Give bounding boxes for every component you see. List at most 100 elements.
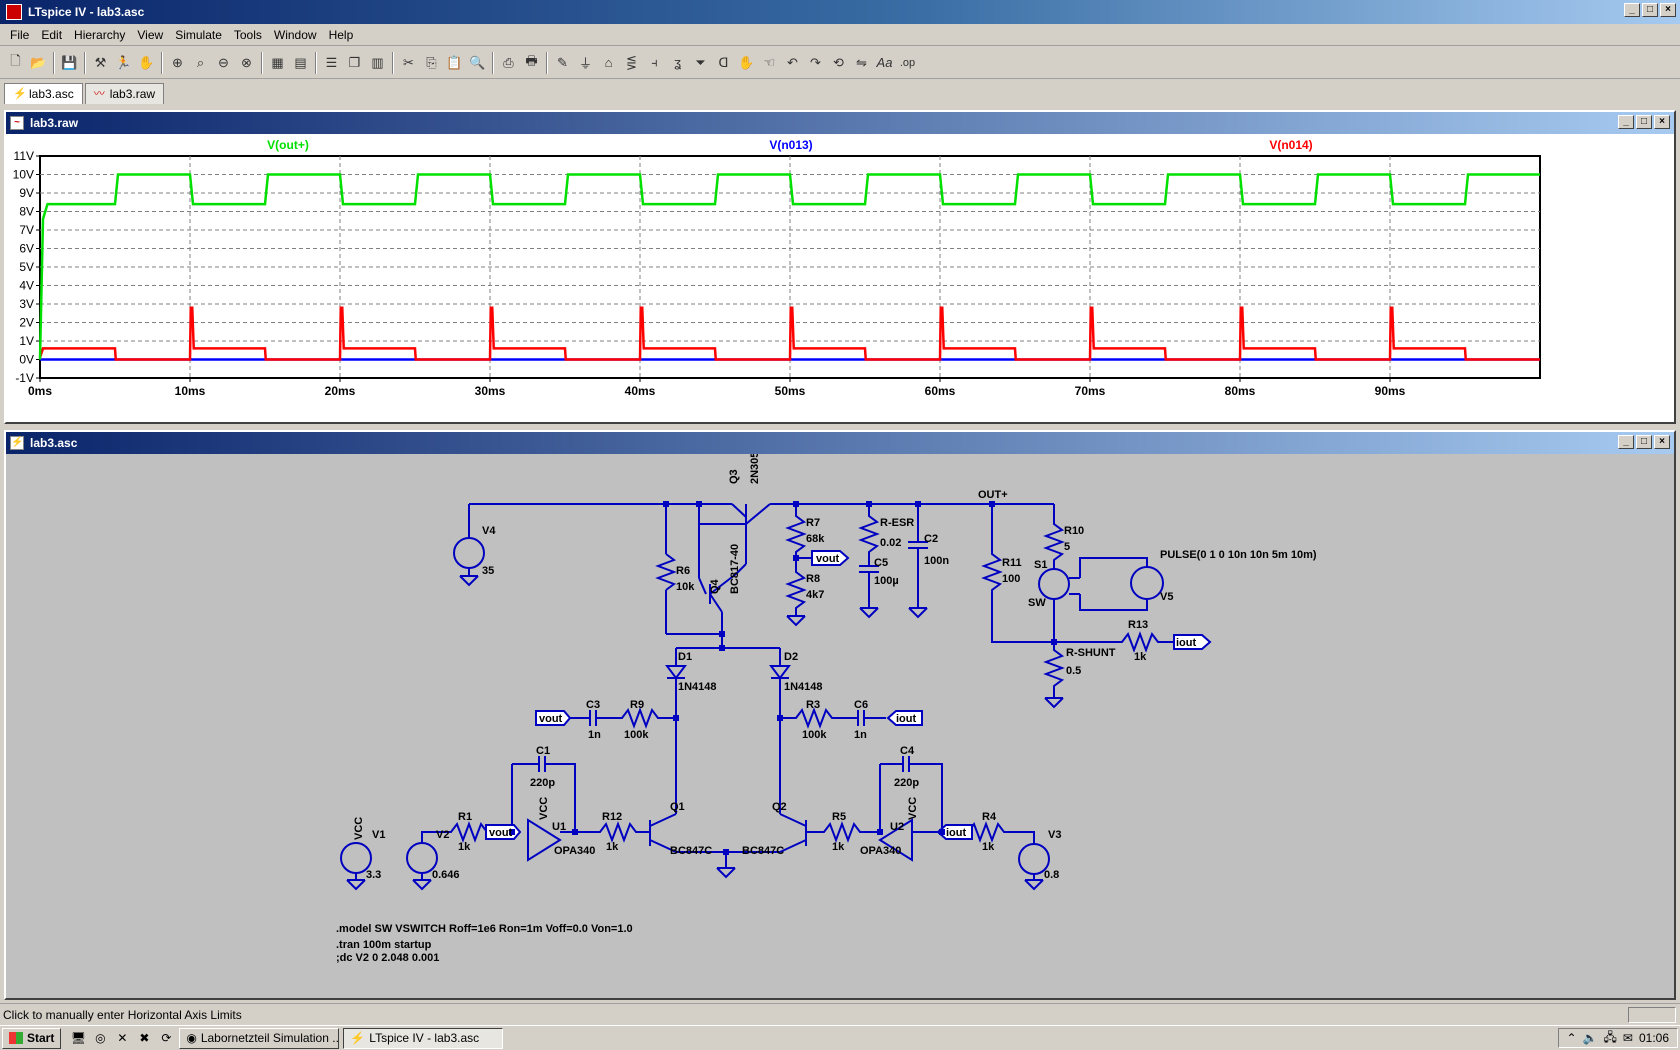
v3-label: V3 (1048, 829, 1061, 841)
r13-value: 1k (1134, 651, 1147, 663)
schematic-window: ⚡ lab3.asc _ □ × (4, 430, 1676, 1000)
cut-icon[interactable]: ✂ (403, 54, 414, 70)
menu-tools[interactable]: Tools (233, 27, 262, 42)
cascade-icon[interactable]: ❐ (348, 54, 361, 70)
spice-directive-model[interactable]: .model SW VSWITCH Roff=1e6 Ron=1m Voff=0… (336, 923, 633, 935)
spice-directive-dc[interactable]: ;dc V2 0 2.048 0.001 (336, 952, 439, 964)
find-icon[interactable]: 🔍 (469, 54, 486, 70)
r8-value: 4k7 (806, 589, 824, 601)
r7-label: R7 (806, 517, 820, 529)
minimize-button[interactable]: _ (1624, 3, 1640, 17)
menu-edit[interactable]: Edit (41, 27, 63, 42)
mirror-icon[interactable]: ⇋ (856, 54, 867, 70)
menu-window[interactable]: Window (273, 27, 317, 42)
menu-view[interactable]: View (137, 27, 164, 42)
redo-icon[interactable]: ↷ (810, 54, 821, 70)
resistor-icon[interactable]: ⋚ (626, 54, 637, 70)
q4-model: BC817-40 (729, 544, 741, 594)
task-ltspice[interactable]: ⚡ LTspice IV - lab3.asc (343, 1027, 504, 1049)
network-icon[interactable]: 🖧 (1603, 1029, 1617, 1044)
schematic-drawing[interactable]: V4 35 Q3 2N3055 R6 10k Q4 BC817-40 R7 68… (6, 445, 1674, 998)
print-icon[interactable]: 🖶 (525, 52, 538, 68)
control-panel-icon[interactable]: ⚒ (94, 54, 107, 70)
tray-app-icon[interactable]: ✉ (1622, 1031, 1633, 1045)
schematic-canvas[interactable]: V4 35 Q3 2N3055 R6 10k Q4 BC817-40 R7 68… (6, 445, 1674, 998)
c1-value: 220p (530, 777, 555, 789)
y-tick-label: 11V (14, 149, 34, 163)
start-button[interactable]: Start (2, 1027, 62, 1049)
r3-label: R3 (806, 699, 820, 711)
drag-icon[interactable]: ☜ (763, 54, 776, 70)
chrome-quicklaunch-icon[interactable]: ◎ (95, 1031, 106, 1045)
q4-label: Q4 (709, 578, 721, 594)
waveform-close-button[interactable]: × (1654, 115, 1670, 129)
save-icon[interactable]: 💾 (61, 54, 78, 70)
waveform-window-title: lab3.raw (30, 116, 79, 130)
schematic-maximize-button[interactable]: □ (1636, 435, 1652, 449)
x-tick-label: 10ms (175, 384, 206, 398)
document-tabs: ⚡ lab3.asc 〰 lab3.raw (0, 80, 1680, 104)
open-icon[interactable]: 📂 (30, 54, 47, 70)
rotate-icon[interactable]: ⟲ (833, 54, 844, 70)
menu-hierarchy[interactable]: Hierarchy (74, 27, 126, 42)
v5-pulse-value: PULSE(0 1 0 10n 10n 5m 10m) (1160, 549, 1317, 561)
menu-help[interactable]: Help (328, 27, 354, 42)
r10-value: 5 (1064, 541, 1070, 553)
app-quicklaunch-icon[interactable]: ⟳ (161, 1031, 172, 1045)
q1-label: Q1 (670, 801, 685, 813)
component-icon[interactable]: ᗡ (718, 54, 729, 70)
paste-icon[interactable]: 📋 (446, 54, 463, 70)
tile-horizontal-icon[interactable]: ☰ (325, 54, 338, 70)
label-net-icon[interactable]: ⌂ (604, 55, 613, 70)
capacitor-icon[interactable]: ⫞ (651, 54, 658, 70)
tab-lab3-raw[interactable]: 〰 lab3.raw (84, 83, 165, 104)
undo-icon[interactable]: ↶ (787, 54, 798, 70)
copy-icon[interactable]: ⎘ (426, 54, 437, 70)
clock[interactable]: 01:06 (1638, 1031, 1669, 1045)
close-button[interactable]: × (1660, 3, 1676, 17)
show-desktop-icon[interactable]: 🖥 (70, 1031, 86, 1045)
tile-vertical-icon[interactable]: ▥ (371, 54, 384, 70)
schematic-minimize-button[interactable]: _ (1618, 435, 1634, 449)
new-schematic-icon[interactable]: 🗋 (10, 52, 21, 68)
maximize-button[interactable]: □ (1642, 3, 1658, 17)
ground-icon[interactable]: ⏚ (578, 56, 592, 71)
volume-icon[interactable]: 🔈 (1582, 1031, 1598, 1045)
spice-directive-tran[interactable]: .tran 100m startup (336, 939, 432, 951)
v1-vcc-label: VCC (353, 817, 365, 840)
print-setup-icon[interactable]: ⎙ (503, 54, 514, 70)
autorange-icon[interactable]: ▦ (271, 54, 284, 70)
zoom-in-icon[interactable]: ⊕ (172, 54, 183, 70)
y-tick-label: -1V (15, 371, 34, 385)
run-icon[interactable]: 🏃 (115, 54, 132, 70)
plot-settings-icon[interactable]: ▤ (294, 54, 307, 70)
text-icon[interactable]: Aa (876, 55, 893, 70)
r11-label: R11 (1002, 557, 1022, 569)
diode-icon[interactable]: ⏷ (695, 54, 706, 70)
tray-expand-icon[interactable]: ⌃ (1566, 1031, 1577, 1045)
spice-directive-icon[interactable]: .op (899, 56, 916, 69)
halt-icon[interactable]: ✋ (138, 54, 155, 70)
tab-lab3-asc[interactable]: ⚡ lab3.asc (4, 83, 83, 104)
inductor-icon[interactable]: ʓ (673, 55, 682, 70)
waveform-maximize-button[interactable]: □ (1636, 115, 1652, 129)
menu-file[interactable]: File (10, 27, 30, 42)
ltspice-quicklaunch-icon[interactable]: ✕ (117, 1031, 128, 1045)
d1-label: D1 (678, 651, 692, 663)
zoom-out-icon[interactable]: ⊖ (218, 54, 229, 70)
tools-quicklaunch-icon[interactable]: ✖ (139, 1031, 150, 1045)
y-tick-label: 3V (19, 297, 34, 311)
move-icon[interactable]: ✋ (738, 54, 755, 70)
waveform-minimize-button[interactable]: _ (1618, 115, 1634, 129)
task-chrome[interactable]: ◉ Labornetzteil Simulation ... (179, 1027, 340, 1049)
zoom-full-icon[interactable]: ⌕ (196, 54, 205, 70)
cancel-zoom-icon[interactable]: ⊗ (241, 54, 252, 70)
schematic-doc-icon: ⚡ (10, 436, 24, 450)
schematic-close-button[interactable]: × (1654, 435, 1670, 449)
wire-icon[interactable]: ✎ (557, 54, 568, 70)
tab-label: lab3.asc (29, 87, 74, 101)
menu-simulate[interactable]: Simulate (175, 27, 222, 42)
